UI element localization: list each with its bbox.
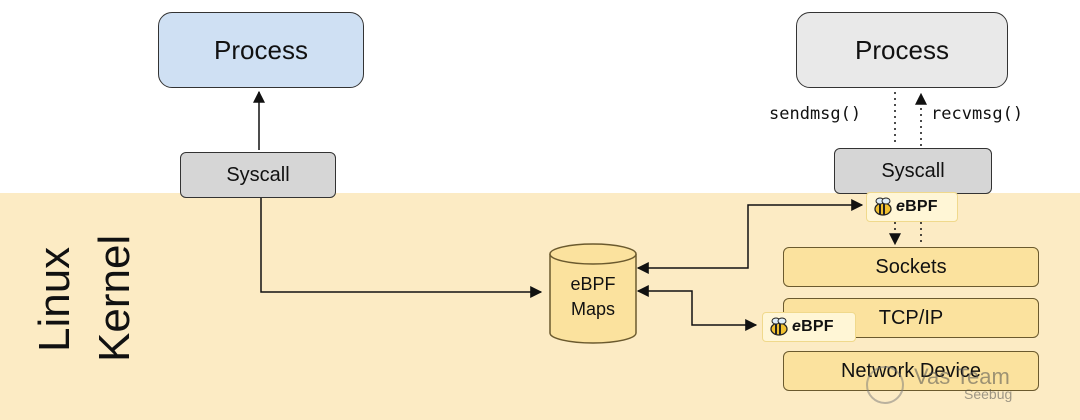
watermark: Vas Team Seebug: [866, 362, 1066, 417]
left-syscall-label: Syscall: [226, 163, 290, 186]
watermark-line1: Vas Team: [914, 364, 1010, 389]
database-cylinder-icon: [549, 243, 637, 344]
watermark-logo-icon: [866, 366, 904, 404]
maps-to-syscall-ebpf-arrow: [636, 199, 864, 274]
left-process-label: Process: [214, 34, 308, 65]
ebpf-badge-tcpip-text: eBPF: [792, 318, 834, 335]
left-syscall-box: Syscall: [180, 152, 336, 198]
bee-icon: [770, 317, 788, 336]
network-device-box: Network Device: [783, 351, 1039, 391]
bee-icon: [874, 197, 892, 216]
right-syscall-label: Syscall: [881, 159, 945, 182]
ebpf-badge-tcpip: eBPF: [762, 312, 856, 342]
sendmsg-label: sendmsg(): [769, 104, 862, 124]
left-process-box: Process: [158, 12, 364, 88]
ebpf-badge-syscall-text: eBPF: [896, 198, 938, 215]
watermark-line2: Seebug: [964, 386, 1013, 402]
ebpf-maps-label: eBPF Maps: [548, 272, 638, 322]
right-syscall-box: Syscall: [834, 148, 992, 194]
sockets-box: Sockets: [783, 247, 1039, 287]
ebpf-badge-syscall: eBPF: [866, 192, 958, 222]
ebpf-maps-line2: Maps: [570, 299, 615, 319]
maps-to-tcpip-ebpf-arrow: [636, 285, 758, 331]
left-syscall-to-maps-arrow: [260, 198, 543, 298]
tcpip-label: TCP/IP: [878, 306, 944, 329]
recvmsg-label: recvmsg(): [931, 104, 1024, 124]
right-process-box: Process: [796, 12, 1008, 88]
ebpf-maps-line1: eBPF: [570, 274, 616, 294]
sockets-label: Sockets: [875, 255, 947, 278]
right-process-label: Process: [855, 34, 949, 65]
